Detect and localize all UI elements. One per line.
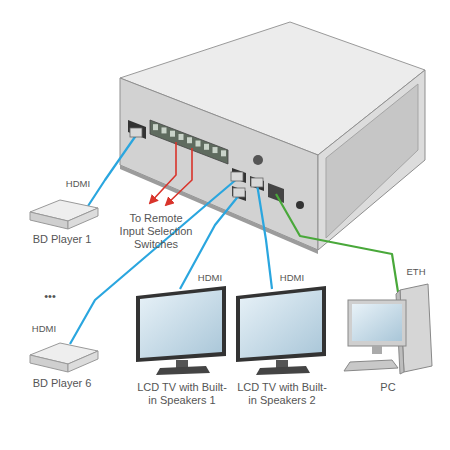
lcd-tv (136, 286, 226, 375)
signal-label: HDMI (190, 272, 230, 284)
terminal-screw (162, 127, 167, 133)
device-caption: BD Player 6 (17, 377, 107, 390)
signal-label: HDMI (24, 323, 64, 335)
signal-label: ETH (401, 266, 431, 278)
pc (344, 284, 432, 374)
terminal-screw (196, 141, 201, 147)
signal-label: HDMI (272, 272, 312, 284)
control-wire (150, 142, 176, 203)
device-caption: PC (358, 381, 418, 394)
terminal-screw (179, 134, 184, 140)
caption-text: BD Player 1 (17, 233, 107, 246)
control-wire (166, 148, 192, 205)
device-caption: LCD TV with Built-in Speakers 1 (134, 381, 230, 407)
bd-player (30, 200, 98, 229)
device-caption: LCD TV with Built-in Speakers 2 (234, 381, 330, 407)
caption-text: LCD TV with Built-in Speakers 2 (234, 381, 330, 407)
terminal-screw (204, 144, 209, 150)
lcd-tv (236, 286, 326, 375)
caption-text: BD Player 6 (17, 377, 107, 390)
terminal-screw (187, 137, 192, 143)
ellipsis-mark: ••• (30, 290, 70, 303)
signal-label: HDMI (58, 178, 98, 190)
terminal-screw (213, 147, 218, 153)
device-caption: BD Player 1 (17, 233, 107, 246)
caption-text: PC (358, 381, 418, 394)
terminal-screw (221, 150, 226, 156)
note-label: To Remote Input Selection Switches (117, 212, 195, 251)
hdmi-plugs (130, 128, 263, 197)
caption-text: LCD TV with Built-in Speakers 1 (134, 381, 230, 407)
bd-player (30, 343, 98, 372)
terminal-screw (153, 124, 158, 130)
terminal-screw (170, 131, 175, 137)
